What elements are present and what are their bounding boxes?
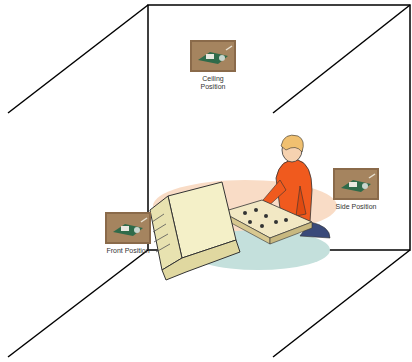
computer-monitor	[150, 182, 240, 280]
room-wireframe	[8, 5, 410, 357]
position-label: Front Position	[105, 247, 151, 255]
position-label: Ceiling Position	[190, 75, 236, 91]
position-label: Side Position	[333, 203, 379, 211]
